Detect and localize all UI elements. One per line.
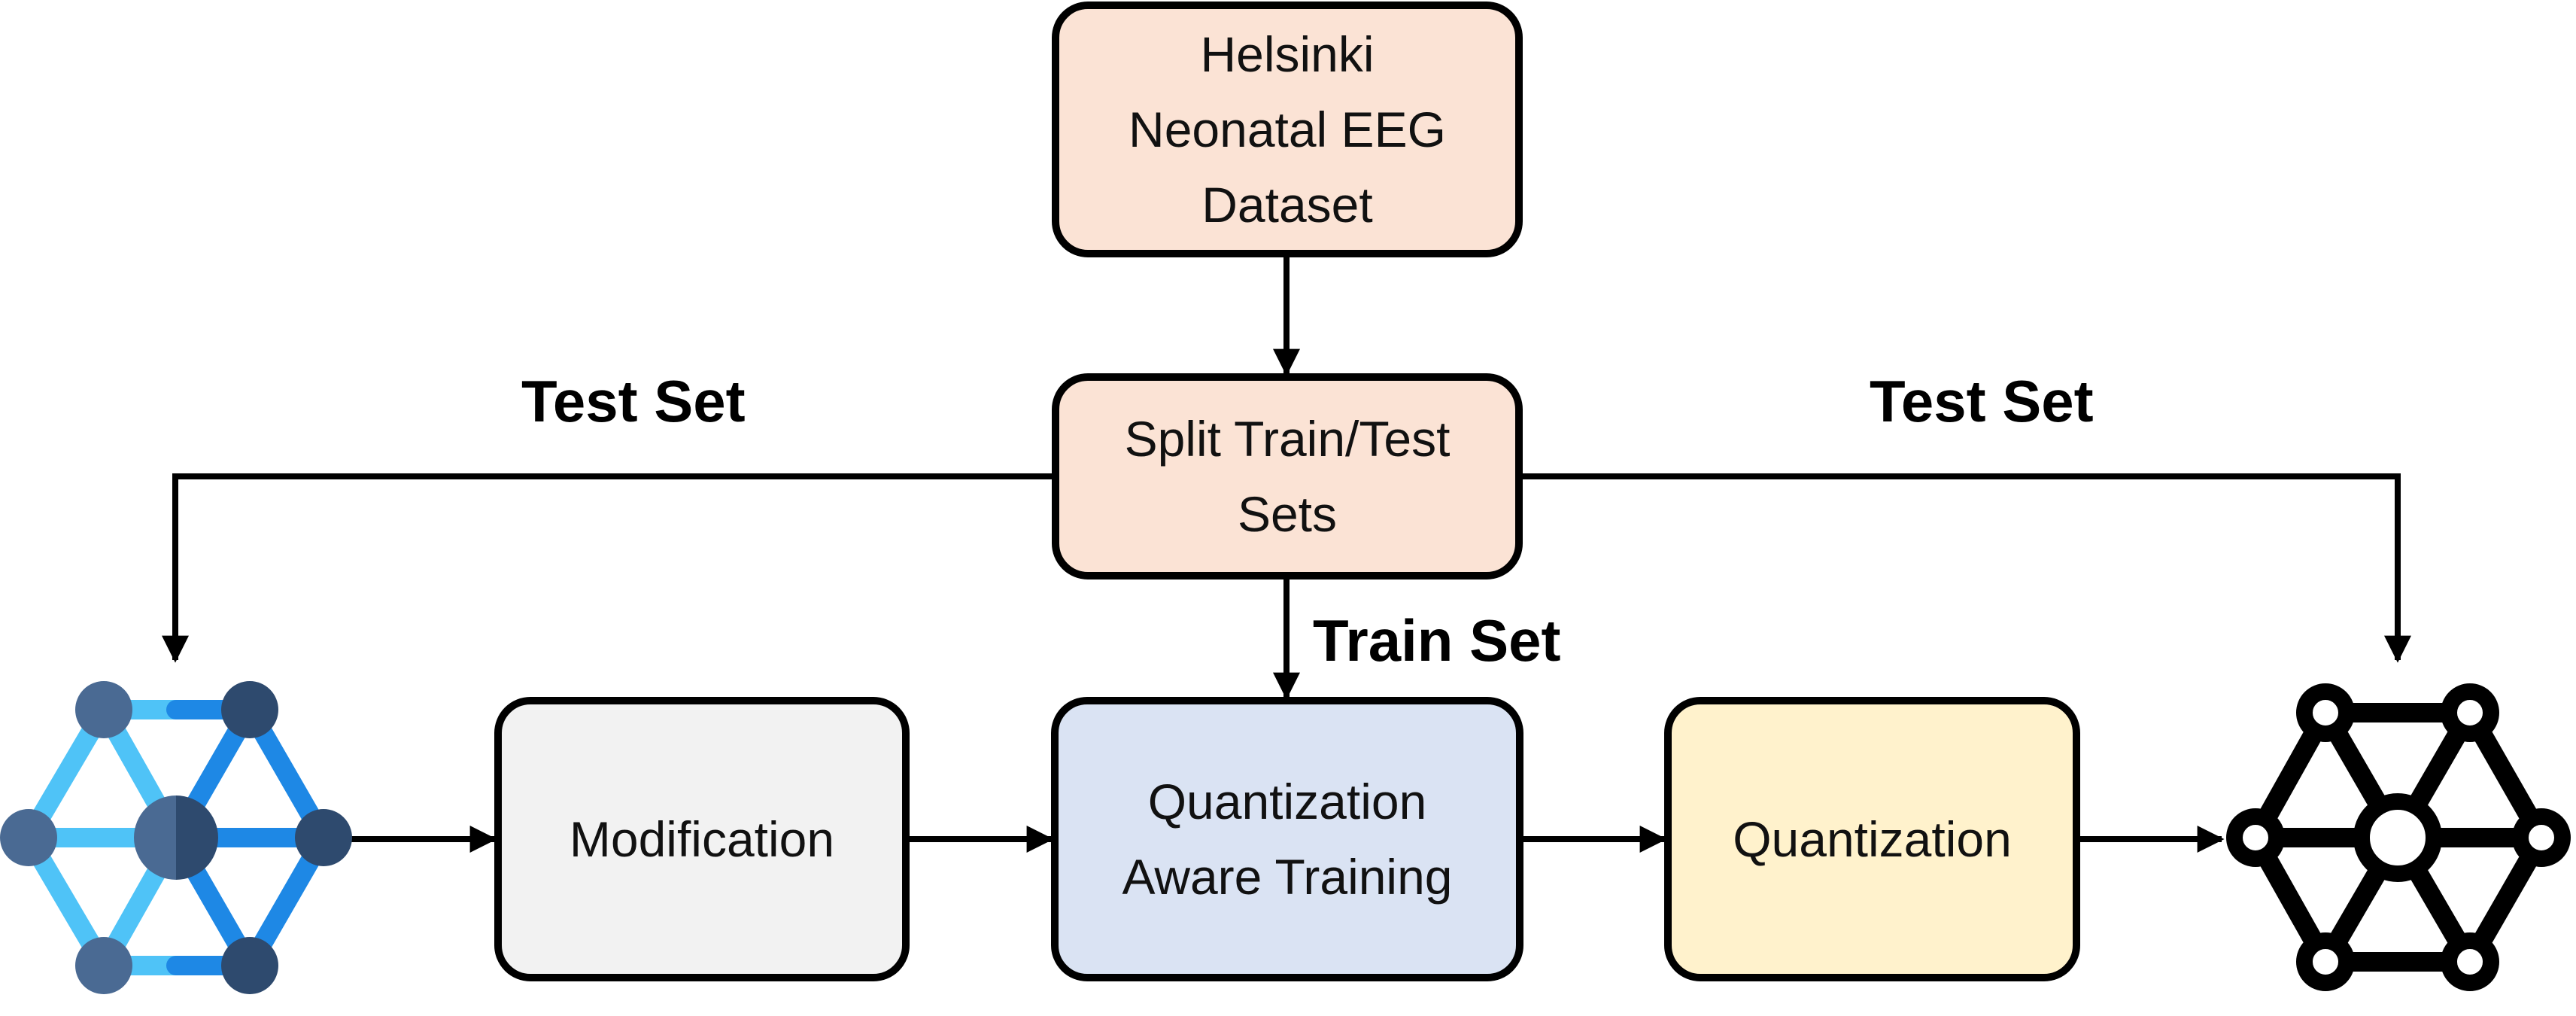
arrow-test-set-right <box>1521 473 2411 663</box>
neural-network-icon <box>0 681 352 994</box>
modification-box: Modification <box>494 697 910 981</box>
dataset-label: Helsinki Neonatal EEG Dataset <box>1129 26 1446 233</box>
split-train-test-box: Split Train/Test Sets <box>1052 373 1523 579</box>
quantization-aware-training-box: Quantization Aware Training <box>1051 697 1523 981</box>
dataset-box: Helsinki Neonatal EEG Dataset <box>1052 2 1523 257</box>
connectors <box>162 256 2411 853</box>
arrow-test-set-left <box>162 473 1053 663</box>
quantized-network-icon <box>2226 683 2571 991</box>
quantization-box: Quantization <box>1664 697 2080 981</box>
modification-label: Modification <box>569 811 835 867</box>
quantization-aware-training-label: Quantization Aware Training <box>1122 774 1453 905</box>
quantization-label: Quantization <box>1733 811 2012 867</box>
test-set-right-label: Test Set <box>1870 368 2094 434</box>
train-set-label: Train Set <box>1313 607 1561 674</box>
split-train-test-label: Split Train/Test Sets <box>1124 411 1451 542</box>
test-set-left-label: Test Set <box>521 368 746 434</box>
